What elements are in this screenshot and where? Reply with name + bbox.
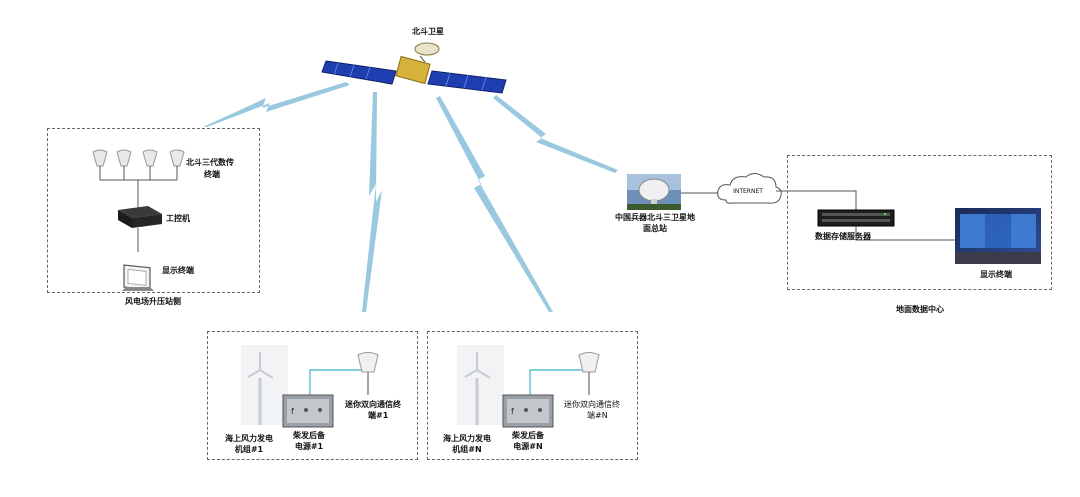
turbine-1-label-1: 海上风力发电 xyxy=(225,434,273,443)
diesel-generator-n-icon: f xyxy=(502,394,554,428)
beidou-terminal-label-2: 终端 xyxy=(204,170,220,179)
right-solar-panel xyxy=(427,70,507,94)
power-n-label-1: 柴发后备 xyxy=(512,431,544,440)
storage-server-icon xyxy=(817,209,895,227)
svg-text:f: f xyxy=(511,407,514,416)
ipc-label: 工控机 xyxy=(166,214,190,223)
ground-station-icon xyxy=(627,174,681,210)
data-center-caption: 地面数据中心 xyxy=(896,305,944,314)
video-wall-icon xyxy=(955,208,1041,264)
link-to-turbine-1 xyxy=(362,92,382,312)
left-solar-panel xyxy=(321,60,397,85)
satellite-icon xyxy=(321,42,507,94)
antenna-array xyxy=(92,149,185,208)
ground-station-label-2: 面总站 xyxy=(643,224,667,233)
svg-text:f: f xyxy=(291,407,294,416)
beidou-antenna-2 xyxy=(116,149,132,180)
display-terminal-label: 显示终端 xyxy=(162,266,194,275)
internet-cloud-icon xyxy=(717,173,782,204)
wind-farm-substation-box xyxy=(47,128,260,293)
internet-label: INTERNET xyxy=(733,188,763,195)
turbine-1-group: f xyxy=(241,345,379,428)
turbine-n-wire xyxy=(529,369,588,395)
turbine-n-label-1: 海上风力发电 xyxy=(443,434,491,443)
ground-station-label-1: 中国兵器北斗三卫星地 xyxy=(615,213,695,222)
turbine-1-box xyxy=(207,331,418,460)
mini-terminal-1-label-2: 端#1 xyxy=(368,411,389,420)
power-1-label-1: 柴发后备 xyxy=(293,431,325,440)
video-wall-label: 显示终端 xyxy=(980,270,1012,279)
beidou-antenna-3 xyxy=(142,149,158,180)
mini-terminal-1-icon xyxy=(357,352,379,395)
turbine-n-group: f xyxy=(457,345,600,428)
beidou-antenna-1 xyxy=(92,149,108,180)
server-to-wall-link xyxy=(855,226,955,241)
mini-terminal-1-label-1: 迷你双向通信终 xyxy=(345,400,401,409)
display-terminal-icon xyxy=(122,264,154,291)
turbine-1-label-2: 机组#1 xyxy=(234,445,264,454)
turbine-n-box xyxy=(427,331,638,460)
satellite-title: 北斗卫星 xyxy=(412,27,444,36)
wireless-links xyxy=(203,82,618,312)
link-to-substation xyxy=(203,82,350,127)
ground-data-center-box xyxy=(787,155,1052,290)
beidou-terminal-label-1: 北斗三代数传 xyxy=(186,158,234,167)
mini-terminal-n-icon xyxy=(578,352,600,395)
link-to-turbine-n xyxy=(436,96,553,312)
substation-caption: 风电场升压站侧 xyxy=(125,297,181,306)
turbine-1-wire xyxy=(309,369,367,395)
diesel-generator-1-icon: f xyxy=(282,394,334,428)
mini-terminal-n-label-1: 迷你双向通信终 xyxy=(564,400,620,409)
beidou-antenna-4 xyxy=(169,149,185,180)
cloud-to-server-link xyxy=(776,190,857,210)
power-n-label-2: 电源#N xyxy=(513,442,543,451)
turbine-n-label-2: 机组#N xyxy=(452,445,482,454)
storage-server-label: 数据存储服务器 xyxy=(815,232,871,241)
power-1-label-2: 电源#1 xyxy=(294,442,324,451)
mini-terminal-n-label-2: 端#N xyxy=(587,411,608,420)
link-to-ground-station xyxy=(493,95,618,173)
industrial-pc-icon xyxy=(118,206,162,252)
